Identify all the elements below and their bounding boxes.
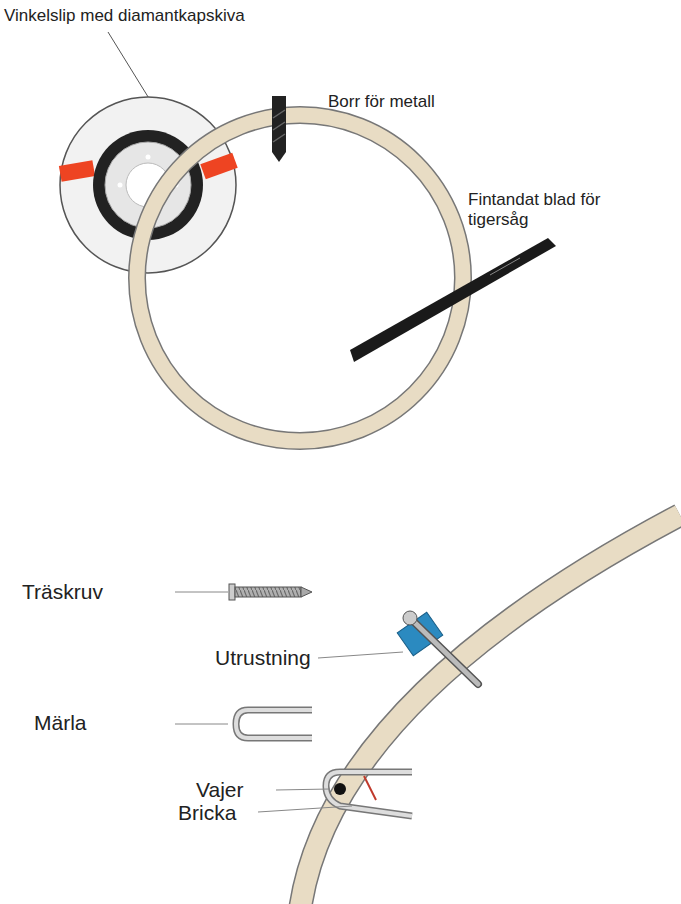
part-label: Fintandat blad för tigersåg	[468, 190, 648, 231]
pipe-ring	[137, 115, 463, 441]
equipment-block	[397, 611, 478, 684]
leader-line	[258, 806, 352, 812]
part-label: Märla	[34, 710, 87, 735]
part-label: Utrustning	[215, 645, 311, 670]
leader-line	[108, 32, 150, 100]
wood-screw	[175, 584, 312, 600]
leader-line	[276, 789, 330, 790]
drill-bit	[272, 96, 286, 162]
part-label: Träskruv	[22, 579, 103, 604]
pipe-section	[300, 515, 680, 904]
saw-blade	[350, 238, 556, 362]
staple	[175, 710, 312, 738]
staple-installed	[326, 772, 412, 816]
leader-line	[318, 652, 403, 658]
part-label: Vajer	[196, 777, 243, 802]
part-label: Borr för metall	[328, 92, 435, 112]
part-label: Vinkelslip med diamantkapskiva	[4, 6, 245, 26]
part-label: Bricka	[178, 800, 236, 825]
